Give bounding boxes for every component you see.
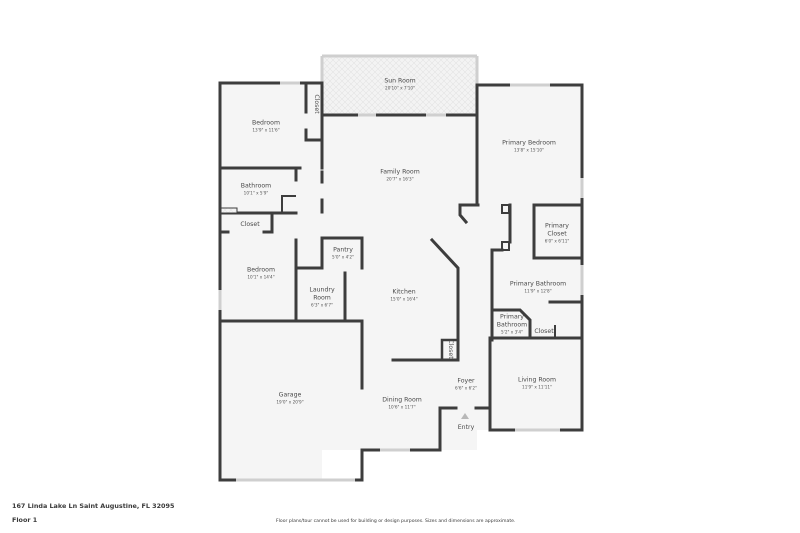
room-dimensions: 10'1" x 5'9" <box>243 190 269 196</box>
room-primary-bedroom: Primary Bedroom 13'8" x 15'10" <box>502 140 556 153</box>
room-dimensions: 19'0" x 20'9" <box>276 399 304 405</box>
room-closet-2: Closet <box>240 221 259 229</box>
room-dimensions: 13'8" x 15'10" <box>514 147 544 153</box>
room-primary-bathroom: Primary Bathroom 11'9" x 12'8" <box>510 281 566 294</box>
room-name: Garage <box>278 391 302 399</box>
room-dimensions: 6'3" x 6'7" <box>311 302 333 308</box>
interior-walls <box>218 81 584 410</box>
room-foyer: Foyer 6'6" x 6'2" <box>455 378 477 391</box>
room-dimensions: 6'0" x 6'11" <box>544 238 570 244</box>
room-name: Dining Room <box>382 396 422 404</box>
room-name: Primary Bedroom <box>502 139 556 147</box>
room-dimensions: 6'6" x 6'2" <box>455 385 477 391</box>
room-name: Entry <box>457 424 475 432</box>
room-name: Bedroom <box>252 119 280 127</box>
room-bathroom: Bathroom 10'1" x 5'9" <box>241 183 271 196</box>
room-pantry: Pantry 5'0" x 4'2" <box>332 247 354 260</box>
room-sun-room: Sun Room 20'10" x 7'10" <box>384 78 415 91</box>
room-closet-4: Closet <box>446 339 454 358</box>
disclaimer: Floor plans/tour cannot be used for buil… <box>276 519 516 524</box>
room-name: Bathroom <box>240 182 272 190</box>
room-dimensions: 20'10" x 7'10" <box>385 85 415 91</box>
room-name: Family Room <box>380 168 420 176</box>
exterior-walls <box>218 81 584 482</box>
room-dimensions: 10'1" x 14'4" <box>247 274 275 280</box>
room-name: Sun Room <box>384 77 416 85</box>
room-bedroom-2: Bedroom 10'1" x 14'4" <box>247 267 275 280</box>
sun-room-floor <box>322 56 477 115</box>
floor-label: Floor 1 <box>12 516 38 524</box>
room-closet-1: Closet <box>312 94 320 113</box>
room-entry: Entry <box>458 424 474 432</box>
entry-arrow-icon <box>461 413 469 419</box>
room-name: Pantry <box>333 246 353 254</box>
room-dimensions: 15'0" x 16'4" <box>390 296 418 302</box>
room-living-room: Living Room 11'9" x 11'11" <box>518 377 556 390</box>
room-dining-room: Dining Room 10'6" x 11'7" <box>382 397 422 410</box>
room-bedroom-1: Bedroom 13'9" x 11'6" <box>252 120 280 133</box>
room-dimensions: 5'2" x 3'4" <box>501 329 523 335</box>
room-name: Closet <box>534 328 554 336</box>
room-dimensions: 20'7" x 16'3" <box>386 176 414 182</box>
room-name: Closet <box>240 221 260 229</box>
room-name: Bedroom <box>247 266 275 274</box>
room-family-room: Family Room 20'7" x 16'3" <box>380 169 420 182</box>
room-dimensions: 13'9" x 11'6" <box>252 127 280 133</box>
room-closet-3: Closet <box>534 328 553 336</box>
room-dimensions: 11'9" x 11'11" <box>522 384 552 390</box>
room-name: Closet <box>446 339 454 359</box>
room-kitchen: Kitchen 15'0" x 16'4" <box>390 289 417 302</box>
room-name: Foyer <box>457 377 475 385</box>
room-dimensions: 5'0" x 4'2" <box>332 254 354 260</box>
property-address: 167 Linda Lake Ln Saint Augustine, FL 32… <box>12 502 175 510</box>
room-dimensions: 11'9" x 12'8" <box>524 288 552 294</box>
room-name: Closet <box>312 94 320 114</box>
room-name: Primary Bathroom <box>509 280 567 288</box>
room-name: Kitchen <box>392 288 416 296</box>
room-name: Living Room <box>518 376 556 384</box>
room-dimensions: 10'6" x 11'7" <box>388 404 416 410</box>
room-garage: Garage 19'0" x 20'9" <box>276 392 303 405</box>
